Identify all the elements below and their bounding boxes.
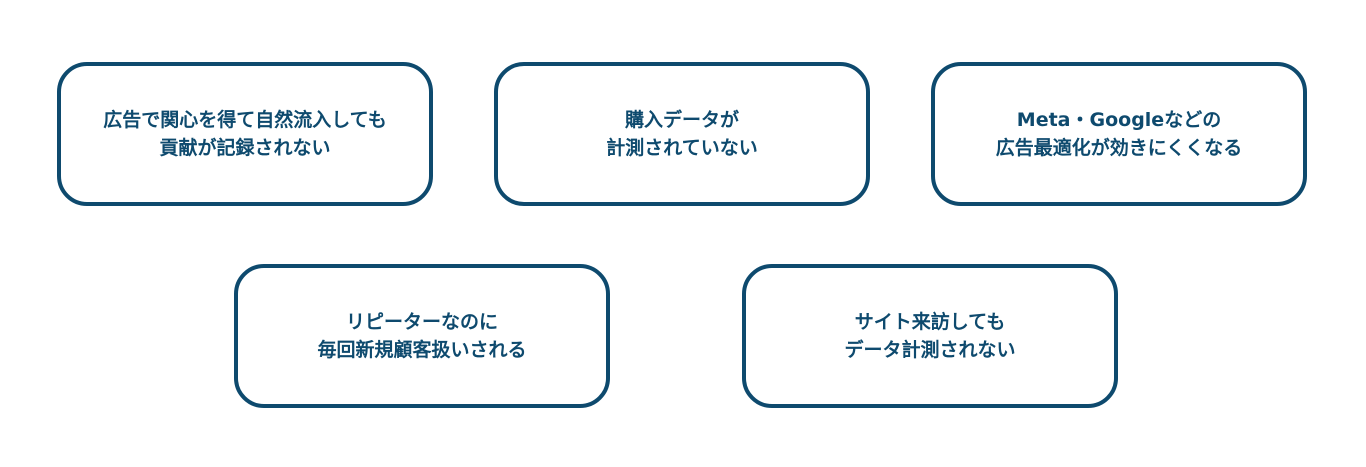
issue-box-line: 広告で関心を得て自然流入しても — [103, 109, 387, 131]
issue-box-ad-optimization: Meta・Googleなどの 広告最適化が効きにくくなる — [931, 62, 1307, 206]
issue-box-repeater: リピーターなのに 毎回新規顧客扱いされる — [234, 264, 610, 408]
issue-box-line: Meta・Googleなどの — [1016, 109, 1222, 131]
issue-box-line: データ計測されない — [844, 339, 1016, 361]
issue-box-line: 広告最適化が効きにくくなる — [995, 137, 1243, 159]
issue-box-purchase-data: 購入データが 計測されていない — [494, 62, 870, 206]
issue-box-line: リピーターなのに — [345, 311, 498, 333]
issue-box-line: 貢献が記録されない — [159, 137, 331, 159]
issue-box-site-visit: サイト来訪しても データ計測されない — [742, 264, 1118, 408]
issue-box-line: 購入データが — [624, 109, 739, 131]
issue-box-line: 毎回新規顧客扱いされる — [317, 339, 527, 361]
issue-box-line: サイト来訪しても — [854, 311, 1006, 333]
issue-box-line: 計測されていない — [606, 137, 758, 159]
issue-box-attribution: 広告で関心を得て自然流入しても 貢献が記録されない — [57, 62, 433, 206]
